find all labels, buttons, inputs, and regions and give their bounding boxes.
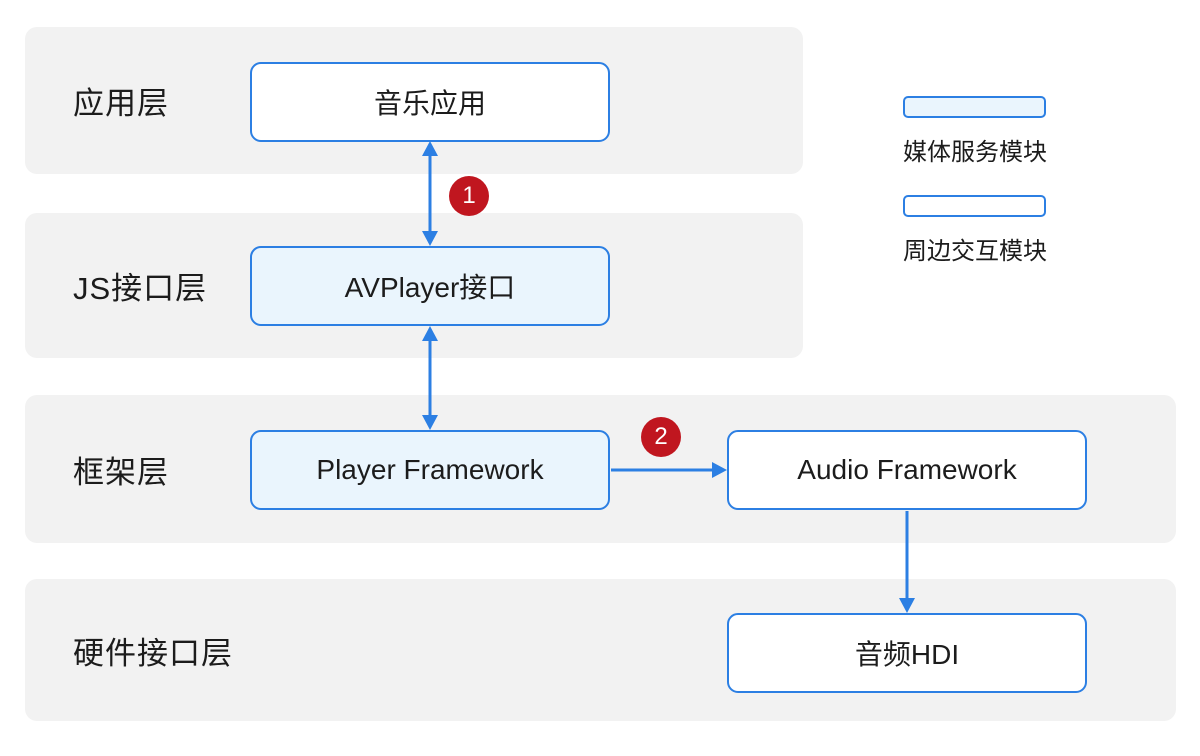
node-music-app-label: 音乐应用 — [373, 88, 486, 119]
node-audio-hdi-label: 音频HDI — [854, 639, 960, 670]
legend-swatch-media-service — [903, 96, 1046, 118]
layer-band-js-interface: JS接口层 — [25, 213, 803, 358]
node-avplayer-interface: AVPlayer接口 — [250, 246, 610, 326]
legend-label-media-service: 媒体服务模块 — [903, 139, 1047, 166]
step-badge-2-number: 2 — [654, 423, 668, 450]
step-badge-1-number: 1 — [462, 182, 476, 209]
step-badge-1: 1 — [449, 176, 489, 216]
step-badge-2: 2 — [641, 417, 681, 457]
layer-label-application: 应用层 — [73, 86, 169, 121]
layer-label-framework: 框架层 — [73, 454, 169, 490]
node-audio-hdi: 音频HDI — [727, 613, 1087, 693]
node-avplayer-interface-label: AVPlayer接口 — [344, 272, 516, 303]
legend-label-peripheral-interaction: 周边交互模块 — [903, 238, 1047, 265]
layer-label-hardware-interface: 硬件接口层 — [73, 635, 233, 671]
legend: 媒体服务模块 周边交互模块 — [903, 96, 1047, 294]
node-audio-framework-label: Audio Framework — [797, 454, 1017, 485]
legend-swatch-peripheral-interaction — [903, 195, 1046, 217]
node-music-app: 音乐应用 — [250, 62, 610, 142]
node-player-framework: Player Framework — [250, 430, 610, 510]
node-audio-framework: Audio Framework — [727, 430, 1087, 510]
layer-label-js-interface: JS接口层 — [73, 271, 208, 306]
node-player-framework-label: Player Framework — [316, 454, 544, 485]
